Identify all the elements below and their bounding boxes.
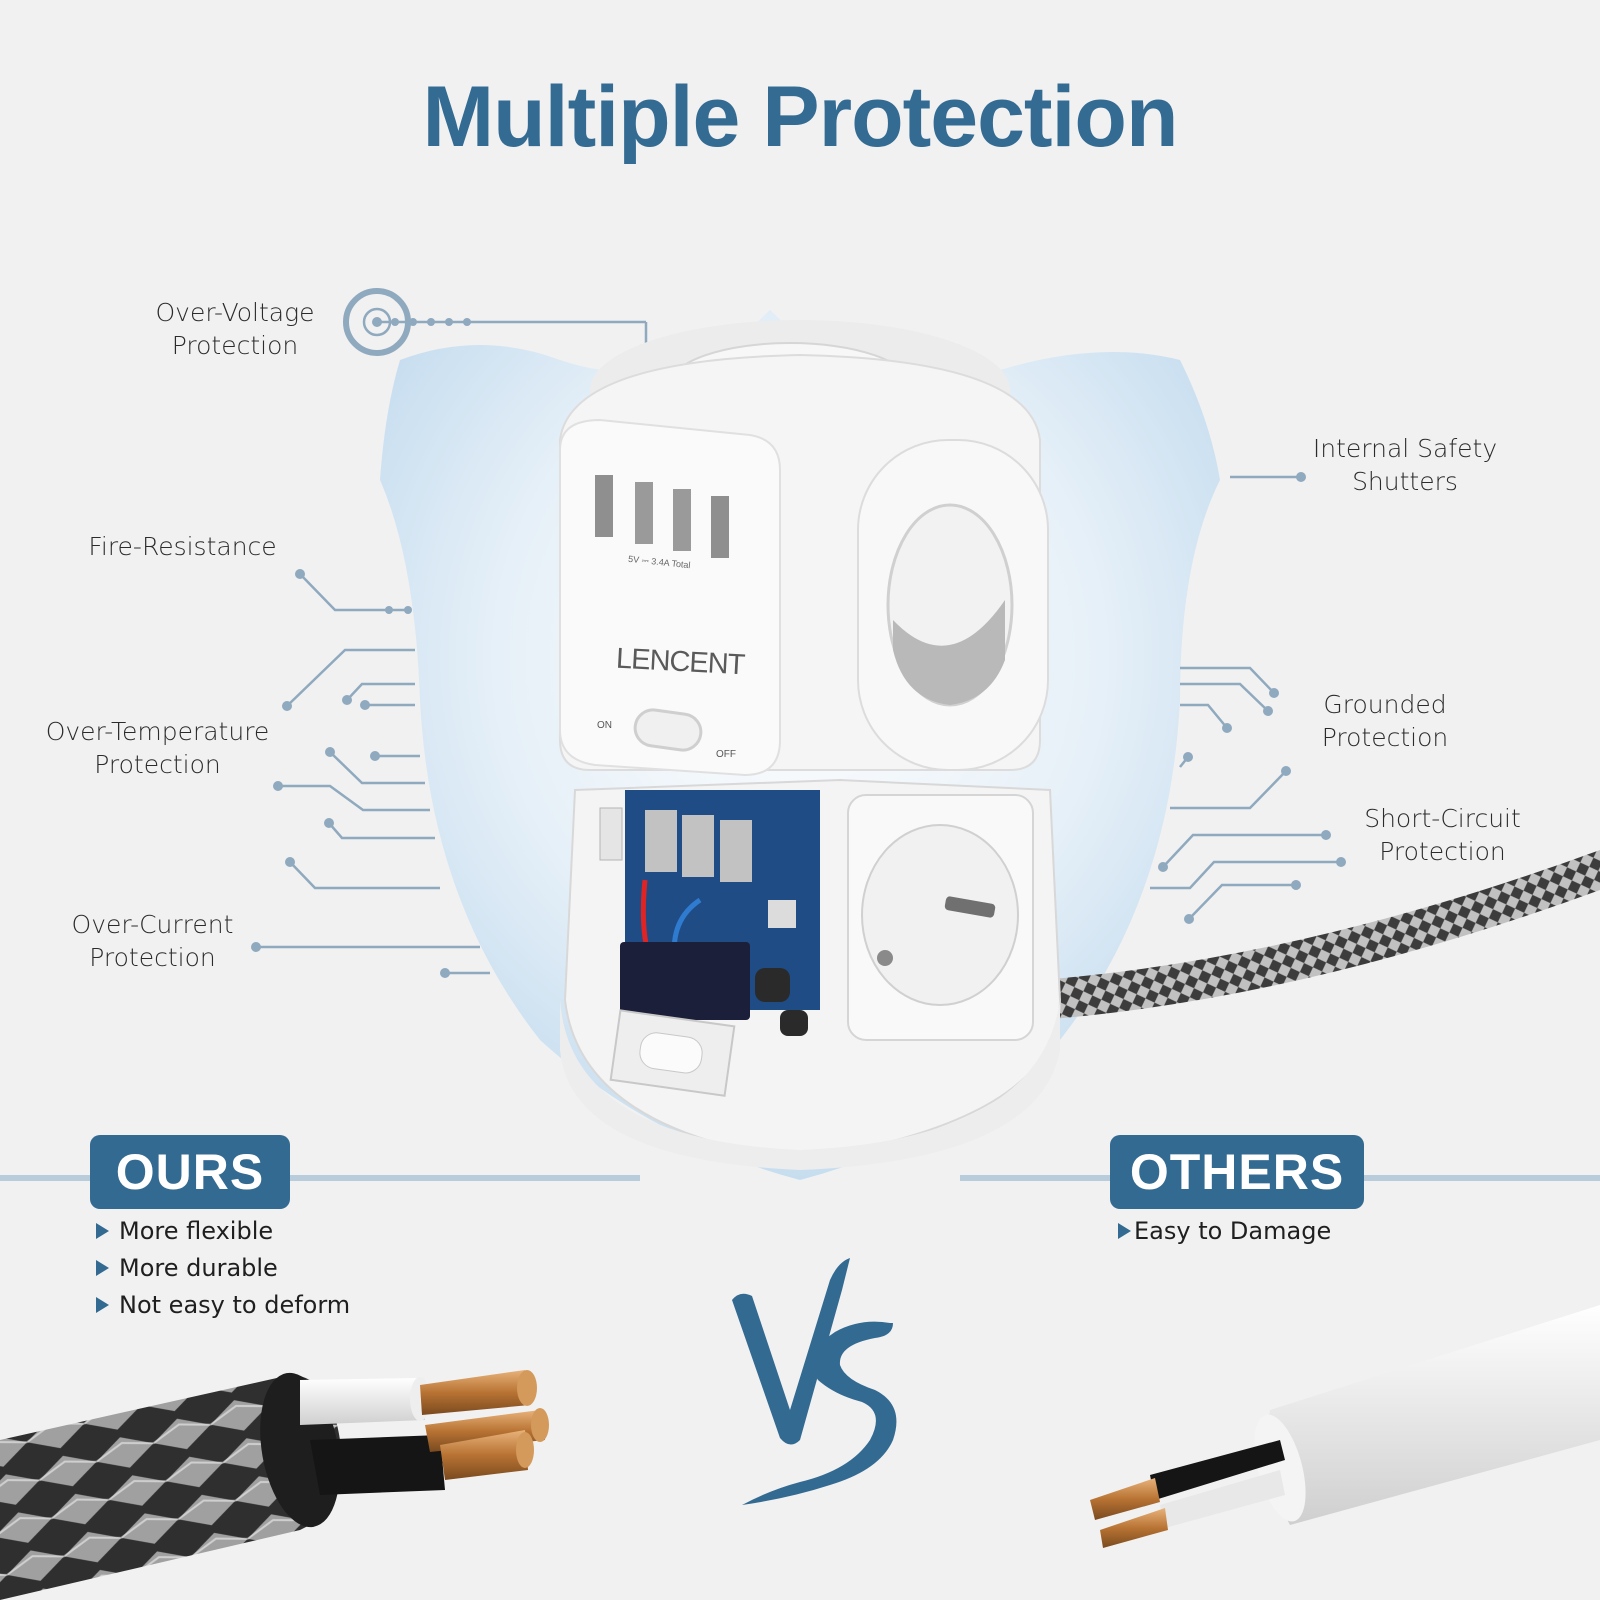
feature-label-line1: Grounded [1323, 690, 1447, 719]
triangle-bullet-icon [96, 1222, 109, 1239]
feature-over-current: Over-Current Protection [60, 908, 245, 974]
ours-badge: OURS [90, 1135, 290, 1209]
page-title: Multiple Protection [422, 69, 1179, 165]
power-cube-product [559, 320, 1062, 1170]
list-item-text: Easy to Damage [1134, 1216, 1332, 1245]
feature-over-voltage: Over-Voltage Protection [140, 296, 330, 362]
others-drawbacks-list: Easy to Damage [1118, 1212, 1331, 1249]
list-item: Easy to Damage [1118, 1212, 1331, 1249]
feature-label-line2: Protection [94, 750, 221, 779]
braided-cord [1040, 850, 1600, 1020]
feature-fire-resistance: Fire-Resistance [80, 530, 285, 563]
feature-label-line2: Protection [1321, 723, 1449, 752]
feature-grounded-protection: Grounded Protection [1300, 688, 1470, 754]
vs-logo [732, 1258, 897, 1505]
feature-label-line1: Internal Safety [1312, 434, 1498, 463]
list-item: Not easy to deform [96, 1286, 350, 1323]
feature-label-line1: Short-Circuit [1364, 804, 1521, 833]
switch-on-label: ON [597, 720, 612, 731]
others-white-cable [1090, 1305, 1600, 1548]
list-item-text: More flexible [119, 1216, 274, 1245]
feature-label-line2: Protection [171, 331, 299, 360]
list-item-text: More durable [119, 1253, 278, 1282]
list-item: More durable [96, 1249, 350, 1286]
feature-label-line1: Over-Temperature [45, 717, 270, 746]
feature-internal-safety-shutters: Internal Safety Shutters [1300, 432, 1510, 498]
brand-logo: LENCENT [615, 642, 746, 682]
triangle-bullet-icon [96, 1296, 109, 1313]
feature-short-circuit: Short-Circuit Protection [1350, 802, 1535, 868]
triangle-bullet-icon [96, 1259, 109, 1276]
feature-label-line2: Protection [89, 943, 216, 972]
others-badge: OTHERS [1110, 1135, 1364, 1209]
feature-label-line1: Over-Current [71, 910, 234, 939]
feature-label-line1: Over-Voltage [155, 298, 315, 327]
feature-label-line2: Shutters [1352, 467, 1458, 496]
feature-label-line1: Fire-Resistance [88, 532, 277, 561]
list-item: More flexible [96, 1212, 350, 1249]
feature-label-line2: Protection [1379, 837, 1506, 866]
feature-over-temperature: Over-Temperature Protection [30, 715, 285, 781]
ours-benefits-list: More flexible More durable Not easy to d… [96, 1212, 350, 1323]
list-item-text: Not easy to deform [119, 1290, 351, 1319]
our-braided-cable [0, 1370, 549, 1600]
triangle-bullet-icon [1118, 1222, 1131, 1239]
switch-off-label: OFF [716, 749, 736, 760]
